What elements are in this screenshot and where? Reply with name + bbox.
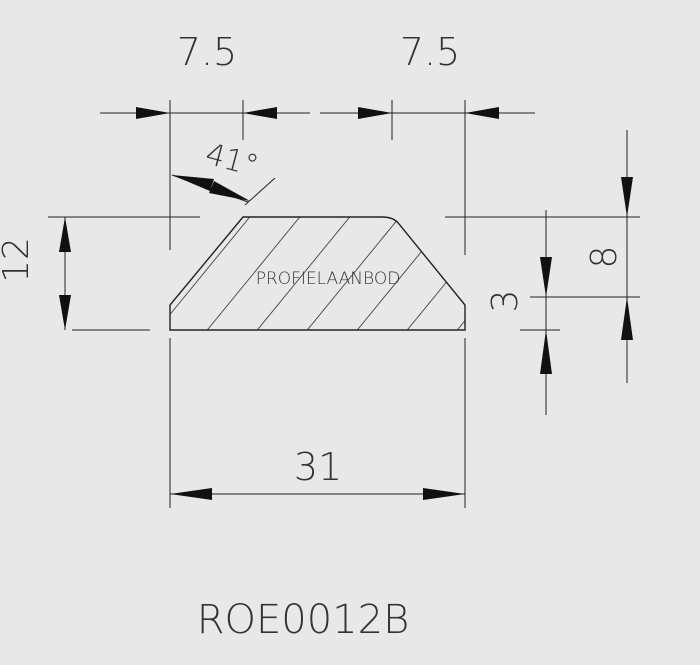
arrow-head — [465, 107, 499, 119]
arrow-head — [59, 295, 71, 330]
dimension-label-angle: 41° — [202, 137, 262, 185]
arrow-head — [170, 488, 212, 500]
arrow-head — [621, 177, 633, 217]
arrow-head — [540, 257, 552, 297]
profile-outline — [169, 216, 466, 331]
dimension-right-8: 8 — [445, 130, 640, 383]
profile-watermark: PROFIELAANBOD — [256, 269, 401, 289]
dimension-angle: 41° — [171, 137, 276, 206]
dimension-left-height: 12 — [0, 216, 200, 331]
dimension-right-3: 3 — [485, 210, 560, 415]
dimension-label-bottom-width: 31 — [294, 445, 342, 489]
dimension-bottom-width: 31 — [169, 338, 466, 508]
arrow-head — [540, 330, 552, 374]
arrow-head — [423, 488, 465, 500]
arrow-head — [172, 175, 214, 191]
dimension-label-right-8: 8 — [584, 246, 625, 269]
part-number: ROE0012B — [197, 597, 410, 643]
dimension-label-left-height: 12 — [0, 237, 37, 283]
dimension-top-left: 7.5 — [100, 30, 310, 250]
arrow-head — [136, 107, 170, 119]
dimension-label-top-left: 7.5 — [177, 30, 237, 74]
arrow-head — [621, 297, 633, 340]
dimension-label-right-3: 3 — [485, 290, 526, 313]
arrow-head — [59, 217, 71, 252]
arrow-head — [243, 107, 277, 119]
profile-cross-section: PROFIELAANBOD — [169, 216, 466, 331]
dimension-top-right: 7.5 — [320, 30, 535, 255]
dimension-label-top-right: 7.5 — [400, 30, 460, 74]
section-hatching — [170, 217, 465, 330]
arrow-head — [209, 181, 250, 201]
arrow-head — [358, 107, 392, 119]
